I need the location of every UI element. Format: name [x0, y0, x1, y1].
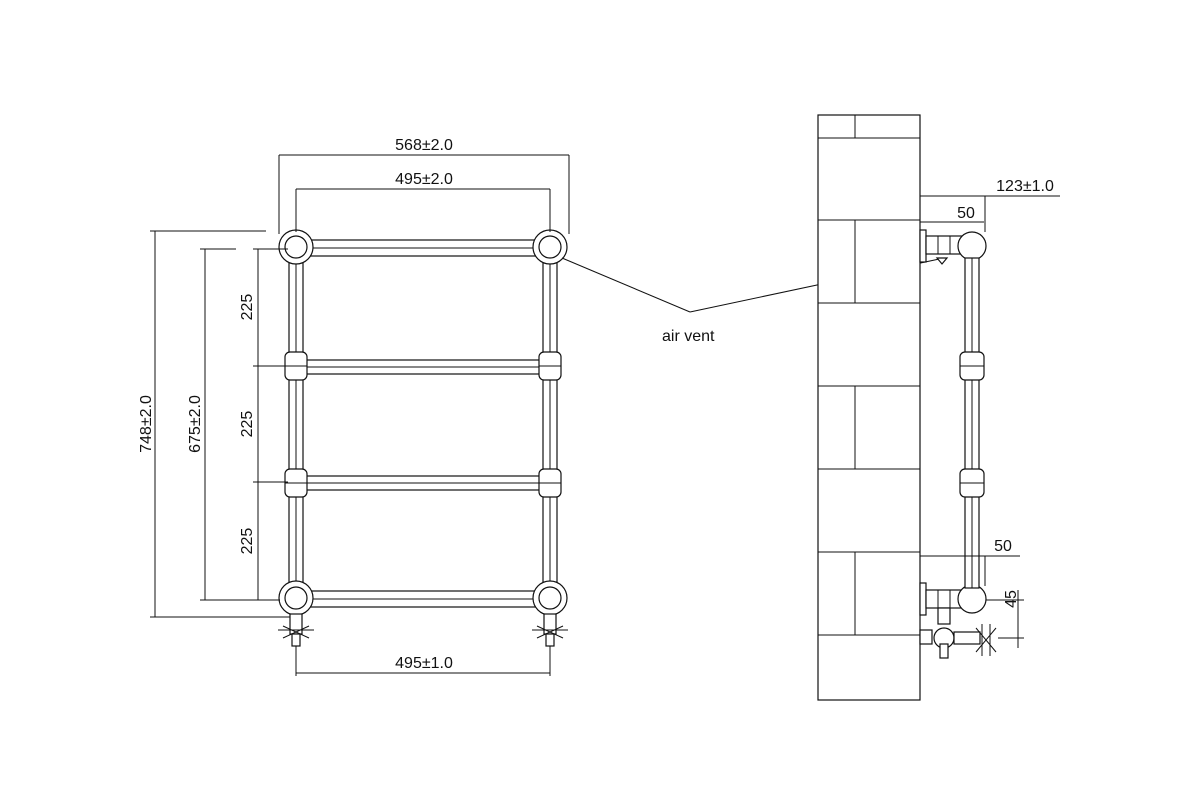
- svg-text:748±2.0: 748±2.0: [138, 395, 155, 453]
- inner-height-dimension: 675±2.0: [187, 248, 280, 601]
- svg-text:568±2.0: 568±2.0: [395, 137, 453, 154]
- top-offset-dimension: 50: [920, 205, 984, 223]
- inner-width-top-dimension: 495±2.0: [295, 171, 551, 232]
- side-view: 123±1.0 50 50 45: [817, 114, 1060, 701]
- rail-3: [299, 475, 547, 491]
- front-view: air vent 568±2.0 495±2.0 495±1.0: [138, 137, 945, 676]
- rail-top: [299, 239, 547, 257]
- side-post: [959, 257, 985, 589]
- bottom-offset-dimension: 50: [920, 538, 1020, 586]
- svg-text:45: 45: [1003, 590, 1020, 608]
- valve-drop-dimension: 45: [986, 590, 1024, 648]
- overall-width-dimension: 568±2.0: [278, 137, 570, 234]
- corner-joints: [278, 229, 568, 616]
- inner-width-bottom-dimension: 495±1.0: [295, 646, 551, 676]
- svg-text:675±2.0: 675±2.0: [187, 395, 204, 453]
- svg-text:495±2.0: 495±2.0: [395, 171, 453, 188]
- rail-bottom: [299, 590, 547, 608]
- svg-text:495±1.0: 495±1.0: [395, 655, 453, 672]
- svg-text:225: 225: [239, 294, 256, 321]
- brick-wall: [817, 114, 921, 701]
- svg-text:123±1.0: 123±1.0: [996, 178, 1054, 195]
- post-collars: [284, 351, 562, 498]
- rail-2: [299, 359, 547, 375]
- svg-text:225: 225: [239, 411, 256, 438]
- svg-text:50: 50: [994, 538, 1012, 555]
- svg-text:50: 50: [957, 205, 975, 222]
- projection-dimension: 123±1.0: [919, 178, 1060, 232]
- right-valve: [532, 613, 568, 647]
- side-valve: [919, 607, 997, 659]
- rail-spacing-dimensions: 225 225 225: [239, 248, 288, 601]
- overall-height-dimension: 748±2.0: [138, 230, 290, 618]
- svg-text:225: 225: [239, 528, 256, 555]
- top-bracket: [919, 229, 987, 265]
- air-vent-label: air vent: [662, 328, 715, 345]
- left-valve: [278, 613, 314, 647]
